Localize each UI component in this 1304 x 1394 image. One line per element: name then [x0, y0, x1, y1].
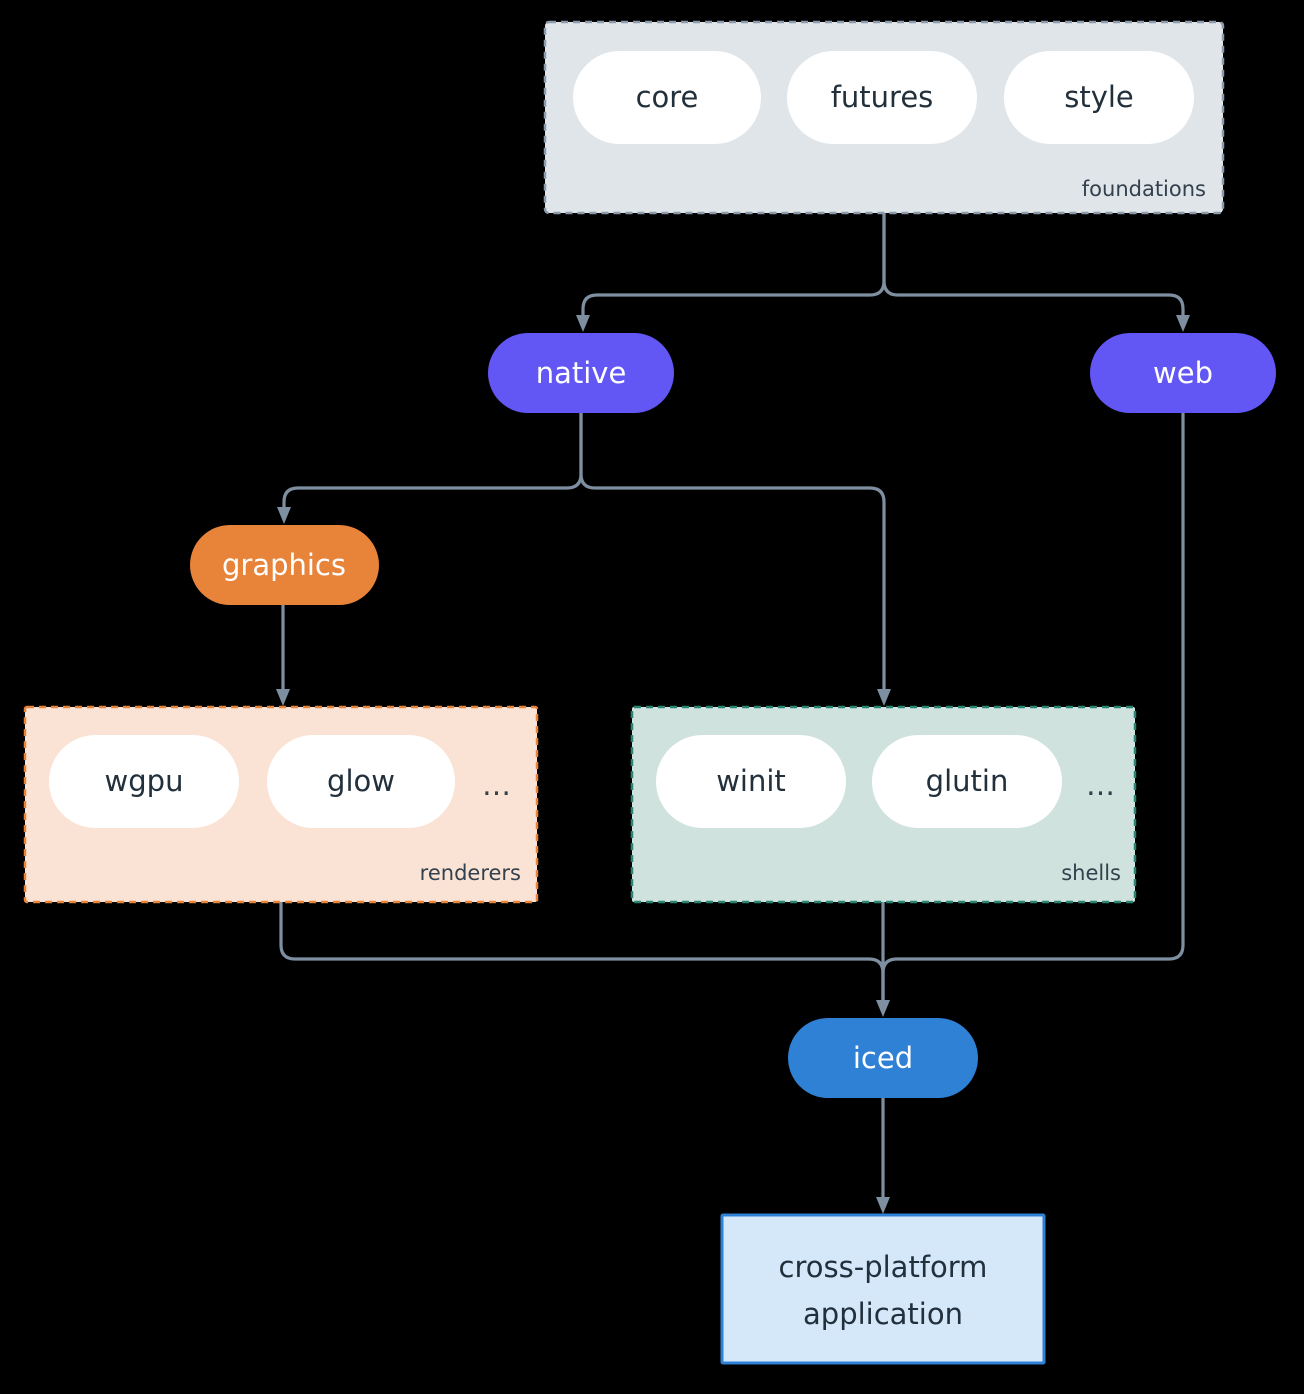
cluster-renderers-label: renderers	[420, 861, 521, 885]
node-cross-platform-application-label-line2: application	[803, 1297, 963, 1331]
node-futures-shape	[787, 51, 977, 144]
edge-native-to-shells	[579, 413, 891, 706]
node-glow-shape	[267, 735, 455, 828]
node-glow[interactable]: glow	[267, 735, 455, 828]
edge-foundations-to-native	[576, 213, 886, 332]
edges-layer	[276, 213, 1190, 1214]
edge-renderers-to-iced	[279, 902, 885, 1003]
node-iced-shape	[788, 1018, 978, 1098]
node-futures[interactable]: futures	[787, 51, 977, 144]
node-style-label: style	[1064, 80, 1134, 114]
node-web-label: web	[1153, 356, 1213, 390]
node-core-shape	[573, 51, 761, 144]
node-core-label: core	[636, 80, 699, 114]
node-winit[interactable]: winit	[656, 735, 846, 828]
node-graphics-shape	[190, 525, 379, 605]
node-wgpu-label: wgpu	[105, 764, 184, 798]
node-core[interactable]: core	[573, 51, 761, 144]
node-glutin-label: glutin	[926, 764, 1009, 798]
node-cross-platform-application-shape	[720, 1213, 1046, 1365]
node-web[interactable]: web	[1090, 333, 1276, 413]
node-style-shape	[1004, 51, 1194, 144]
node-web-shape	[1090, 333, 1276, 413]
cluster-shells-label: shells	[1061, 861, 1121, 885]
node-iced[interactable]: iced	[788, 1018, 978, 1098]
node-graphics[interactable]: graphics	[190, 525, 379, 605]
node-style[interactable]: style	[1004, 51, 1194, 144]
node-wgpu[interactable]: wgpu	[49, 735, 239, 828]
node-native[interactable]: native	[488, 333, 674, 413]
node-graphics-label: graphics	[222, 548, 346, 582]
cluster-foundations-label: foundations	[1082, 177, 1206, 201]
node-glutin[interactable]: glutin	[872, 735, 1062, 828]
node-native-label: native	[536, 356, 627, 390]
shells-ellipsis: …	[1086, 768, 1116, 802]
cluster-foundations[interactable]: core futures style foundations	[543, 20, 1225, 215]
edge-web-to-iced	[881, 413, 1185, 1003]
edge-foundations-to-web	[882, 213, 1190, 332]
node-glow-label: glow	[327, 764, 395, 798]
edge-native-to-graphics	[277, 413, 583, 524]
renderers-ellipsis: …	[482, 768, 512, 802]
edge-arrowhead-iced	[876, 1000, 890, 1017]
node-winit-shape	[656, 735, 846, 828]
node-winit-label: winit	[716, 764, 786, 798]
node-glutin-shape	[872, 735, 1062, 828]
node-native-shape	[488, 333, 674, 413]
edge-graphics-to-renderers	[276, 605, 290, 706]
cluster-renderers[interactable]: wgpu glow … renderers	[23, 705, 539, 904]
node-cross-platform-application[interactable]: cross-platform application	[720, 1213, 1046, 1365]
node-wgpu-shape	[49, 735, 239, 828]
edge-iced-to-application	[876, 1098, 890, 1214]
cluster-shells[interactable]: winit glutin … shells	[630, 705, 1137, 904]
node-iced-label: iced	[853, 1041, 913, 1075]
node-futures-label: futures	[831, 80, 934, 114]
node-cross-platform-application-label-line1: cross-platform	[779, 1250, 988, 1284]
